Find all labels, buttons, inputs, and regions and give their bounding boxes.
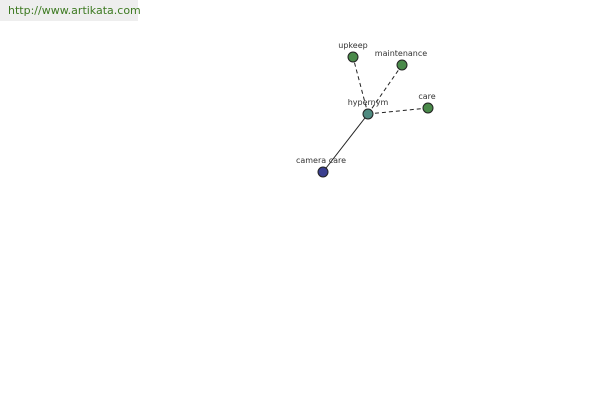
node-camera-care[interactable]: [317, 166, 329, 178]
node-hypernym[interactable]: [362, 108, 374, 120]
node-care[interactable]: [422, 102, 434, 114]
label-camera-care: camera care: [296, 156, 346, 165]
label-hypernym: hypernym: [348, 98, 389, 107]
site-url[interactable]: http://www.artikata.com: [0, 0, 141, 21]
node-maintenance[interactable]: [396, 59, 408, 71]
label-care: care: [418, 92, 435, 101]
edge-hypernym-camera-care: [322, 113, 369, 173]
node-upkeep[interactable]: [347, 51, 359, 63]
label-maintenance: maintenance: [375, 49, 427, 58]
edge-hypernym-maintenance: [367, 64, 403, 115]
label-upkeep: upkeep: [338, 41, 367, 50]
edge-hypernym-upkeep: [352, 56, 369, 115]
edge-hypernym-care: [367, 107, 429, 115]
